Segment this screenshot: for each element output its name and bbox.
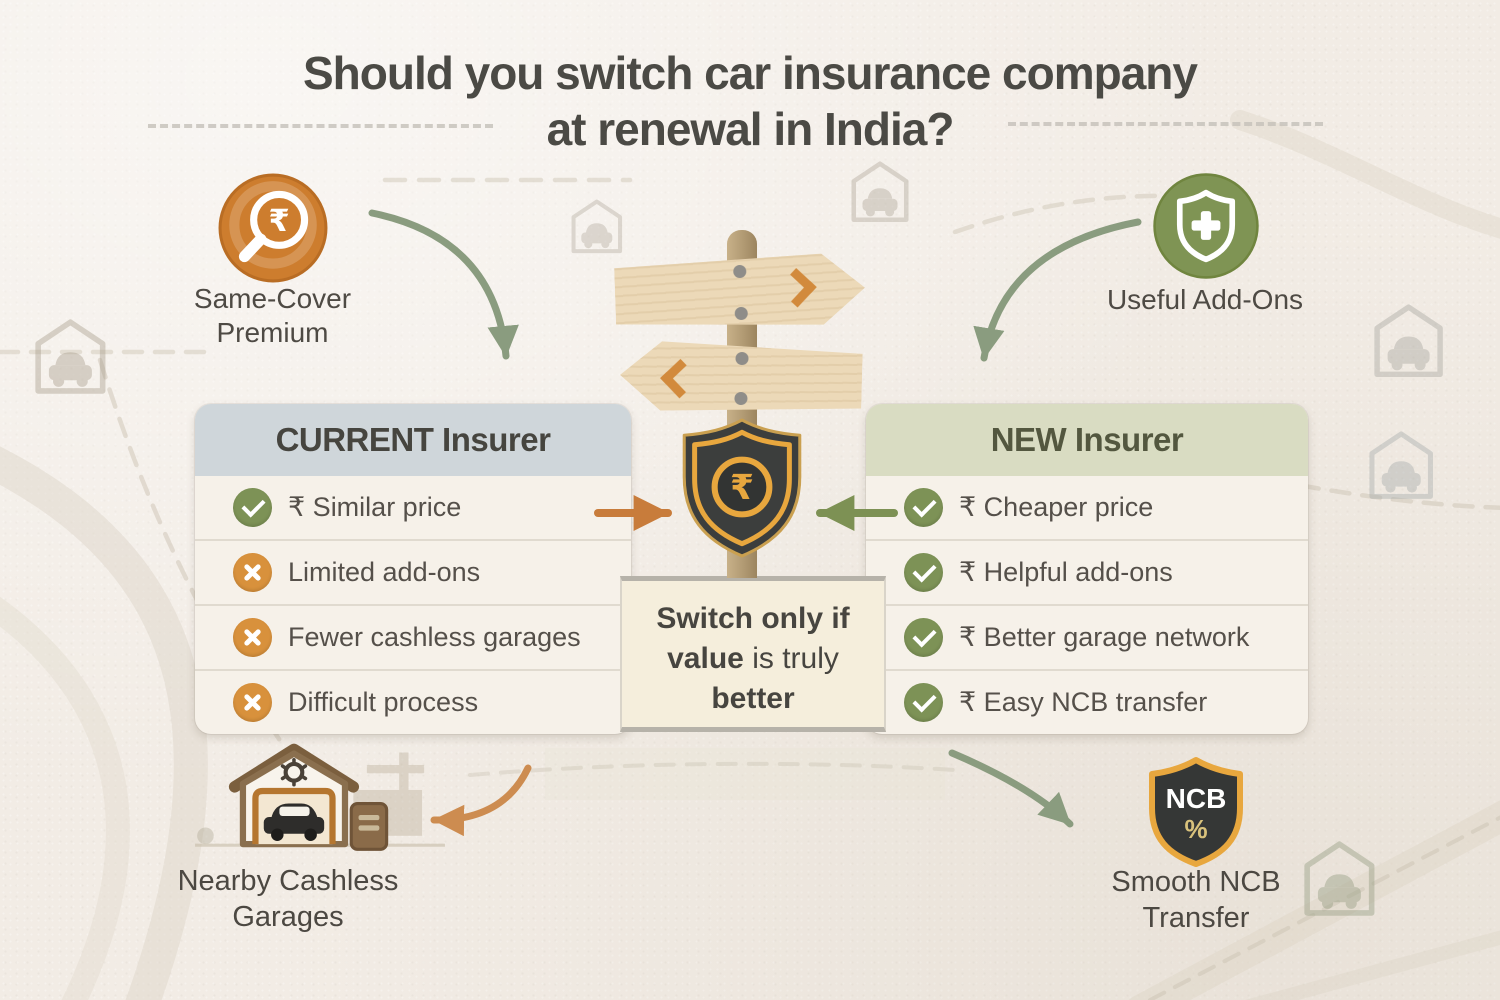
nearby-cashless-garages-label: Nearby Cashless Garages [177,865,399,934]
ncb-shield-icon: NCB % [1149,757,1243,867]
list-item: ₹ Helpful add-ons [866,541,1308,606]
new-insurer-title: NEW Insurer [866,404,1308,476]
cross-icon [233,683,272,722]
car-icon [263,803,325,842]
switch-note-line3: better [711,681,795,715]
useful-addons-label: Useful Add-Ons [1106,284,1304,315]
title-dash-left [148,124,493,128]
percent-text: % [1184,814,1207,844]
switch-note-line1: Switch only if [656,602,850,635]
switch-note: Switch only if value is truly better [620,576,886,732]
signpost-rivet [735,352,748,365]
garage-illustration [195,743,445,851]
list-item: ₹ Cheaper price [866,476,1308,541]
same-cover-premium-label: Same-Cover Premium [193,283,352,349]
chevron-left-icon [660,359,700,399]
cross-icon [233,618,272,657]
signpost-rivet [734,392,747,405]
rupee-shield-icon: ₹ [682,418,802,558]
arrow-to-ncb [948,749,1074,828]
list-item: ₹ Better garage network [866,606,1308,671]
check-icon [904,553,943,592]
list-item: Fewer cashless garages [195,606,631,671]
bg-garage-icon [1377,307,1440,374]
title-dash-right [1008,122,1323,126]
cross-icon [233,553,272,592]
current-insurer-title: CURRENT Insurer [195,404,631,476]
shield-plus-icon [1153,173,1259,279]
page-title-line2: at renewal in India? [546,103,955,155]
signpost-arrow-right [614,251,866,334]
signpost-rivet [734,307,747,320]
arrow-premium-to-current [368,209,519,360]
bg-garage-icon [1307,844,1372,913]
chevron-right-icon [777,268,817,308]
rupee-symbol: ₹ [268,204,289,238]
check-icon [904,488,943,527]
list-item: Limited add-ons [195,541,631,606]
check-icon [904,618,943,657]
bg-garage-icon [1372,434,1431,496]
list-item: ₹ Easy NCB transfer [866,671,1308,734]
bg-garage-icon [574,202,621,252]
rupee-magnifier-icon: ₹ [218,173,328,283]
smooth-ncb-transfer-label: Smooth NCB Transfer [1111,866,1281,935]
switch-note-line2: value is truly [667,641,839,675]
arrow-to-garages [430,764,532,837]
list-item: ₹ Similar price [195,476,631,541]
garage-signboard [349,801,389,851]
signpost-rivet [733,265,746,278]
bg-garage-icon [854,164,907,220]
current-insurer-card: CURRENT Insurer ₹ Similar price Limited … [195,404,631,734]
page-title-line1: Should you switch car insurance company [302,47,1198,99]
bg-garage-icon [38,322,103,391]
ncb-text: NCB [1166,783,1227,814]
signpost-arrow-left [619,339,863,417]
check-icon [904,683,943,722]
list-item: Difficult process [195,671,631,734]
gear-icon [280,758,308,787]
check-icon [233,488,272,527]
new-insurer-card: NEW Insurer ₹ Cheaper price ₹ Helpful ad… [866,404,1308,734]
rupee-symbol: ₹ [730,469,754,507]
